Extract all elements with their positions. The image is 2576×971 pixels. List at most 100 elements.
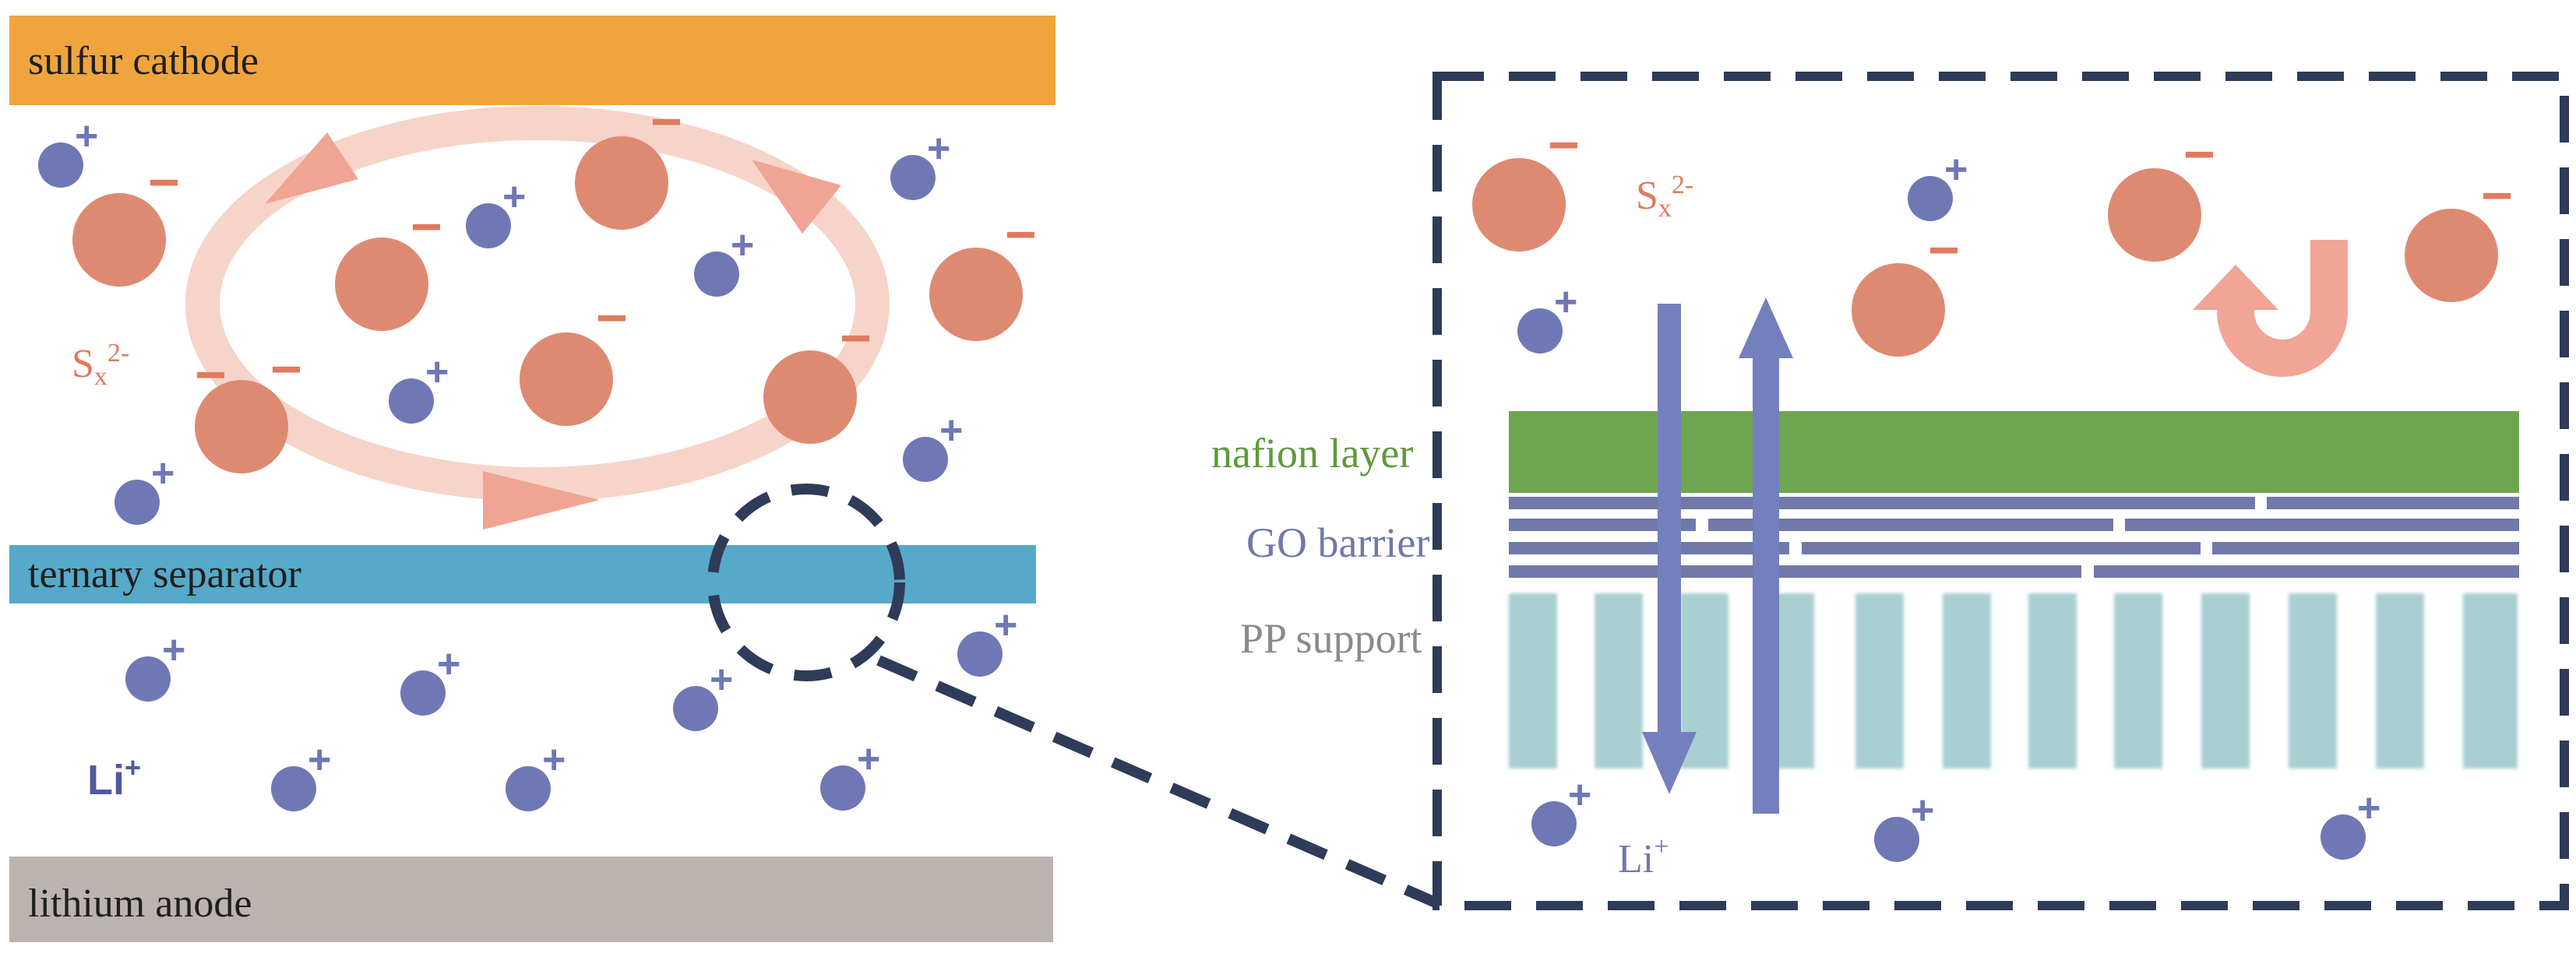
rebound-arrow-body	[2217, 240, 2348, 377]
lithium-anode-layer	[9, 857, 1053, 942]
minus-charge: −	[840, 308, 872, 368]
lithium-label-left: Li+	[87, 751, 141, 804]
polysulfide-ion	[2108, 168, 2201, 262]
polysulfide-ion	[763, 350, 857, 444]
rebound-arrowhead	[2193, 265, 2278, 310]
lithium-ion	[820, 765, 865, 811]
minus-charge: −	[1548, 114, 1580, 175]
polysulfide-ion	[195, 380, 288, 473]
polysulfide-ion	[2405, 209, 2498, 302]
pp-pillar	[2201, 593, 2250, 769]
lithium-ion	[466, 203, 511, 248]
rebound-arrow	[2193, 240, 2348, 377]
go-sheet	[1509, 497, 1992, 509]
go-sheet	[1509, 519, 1696, 531]
lithium-ion	[506, 766, 551, 811]
lithium-charges-right: + + + + +	[1554, 147, 2380, 833]
lithium-anode-label: lithium anode	[28, 881, 252, 926]
shuttle-arrowhead-top-left	[265, 132, 358, 204]
pp-pillar	[1595, 593, 1643, 769]
minus-charge: −	[650, 91, 682, 152]
go-sheet	[2125, 519, 2519, 531]
polysulfide-label-right: Sx2-	[1636, 171, 1693, 223]
minus-charge: −	[148, 152, 180, 213]
plus-charge: +	[542, 737, 566, 783]
up-arrow-shaft	[1753, 354, 1779, 814]
go-sheet	[1967, 497, 2255, 509]
sulfur-cathode-label: sulfur cathode	[28, 39, 259, 83]
minus-charge: −	[270, 339, 302, 399]
plus-charge: +	[1554, 280, 1577, 325]
pp-pillar	[2114, 593, 2162, 769]
lithium-ion	[1531, 801, 1577, 846]
go-sheet	[2094, 565, 2519, 578]
lithium-ions-left	[38, 142, 1003, 811]
down-arrow-shaft	[1658, 304, 1681, 736]
polysulfide-ion	[929, 248, 1023, 341]
lithium-ion	[903, 437, 948, 482]
polysulfide-charges-left: − − − − − − − −	[148, 91, 1037, 405]
go-sheet	[1676, 565, 2081, 578]
plus-charge: +	[308, 737, 331, 783]
plus-charge: +	[1568, 772, 1591, 818]
plus-charge: +	[2357, 786, 2380, 831]
shuttle-arrowhead-top-right	[752, 160, 841, 234]
polysulfide-ions-right	[1472, 158, 2498, 357]
polysulfide-ion	[335, 237, 428, 331]
plus-charge: +	[437, 642, 460, 687]
lithium-ion	[389, 378, 434, 424]
right-zoom-panel: nafion layer GO barrier	[1211, 72, 2569, 910]
minus-charge: −	[1928, 220, 1960, 280]
minus-charge: −	[411, 196, 442, 257]
zoom-connector-line	[876, 655, 1440, 909]
lithium-ion	[38, 142, 83, 188]
minus-charge: −	[1005, 204, 1037, 265]
plus-charge: +	[75, 114, 98, 159]
magnifier-circle	[707, 484, 905, 681]
polysulfide-label-left: Sx2-	[72, 339, 129, 391]
plus-charge: +	[731, 223, 754, 268]
lithium-ion	[694, 252, 739, 297]
plus-charge: +	[162, 628, 185, 673]
lithium-ion	[890, 155, 936, 200]
lithium-label-right: Li+	[1618, 832, 1669, 881]
plus-charge: +	[1911, 788, 1934, 833]
lithium-ion	[271, 766, 316, 811]
lithium-ions-right	[1517, 176, 2366, 862]
polysulfide-ion	[72, 193, 166, 287]
lithium-ion	[957, 632, 1003, 677]
pp-pillar	[2289, 593, 2337, 769]
lithium-charges-left: + + + + + + + + + + + + + +	[75, 114, 1017, 783]
pp-pillar	[1509, 593, 1557, 769]
pp-support-label: PP support	[1240, 615, 1422, 662]
nafion-layer-label: nafion layer	[1211, 430, 1413, 477]
go-sheet	[1509, 542, 1789, 554]
pp-pillar	[2376, 593, 2424, 769]
plus-charge: +	[425, 350, 449, 395]
pp-pillar	[1855, 593, 1904, 769]
ternary-separator-layer	[9, 545, 1036, 603]
lithium-ion	[2321, 814, 2366, 860]
shuttle-loop-ring	[185, 106, 890, 501]
plus-charge: +	[502, 174, 526, 220]
go-sheet	[2212, 542, 2519, 554]
go-barrier	[1509, 497, 2519, 578]
go-sheet	[1802, 542, 2201, 554]
go-sheet	[1708, 519, 2113, 531]
lithium-ion	[673, 686, 718, 731]
plus-charge: +	[857, 737, 880, 782]
polysulfide-ion	[1852, 263, 1945, 357]
polysulfide-ion	[575, 136, 668, 230]
polysulfide-ion	[520, 332, 613, 426]
minus-charge: −	[195, 344, 227, 405]
lithium-ion	[115, 480, 160, 525]
lithium-ion	[1908, 176, 1953, 221]
zoom-panel-frame	[1432, 72, 2569, 910]
polysulfide-ion	[1472, 158, 1566, 252]
go-barrier-label: GO barrier	[1246, 519, 1429, 566]
lithium-ion	[1517, 308, 1563, 354]
plus-charge: +	[710, 657, 733, 702]
down-arrowhead	[1642, 732, 1697, 794]
go-sheet	[2267, 497, 2519, 509]
